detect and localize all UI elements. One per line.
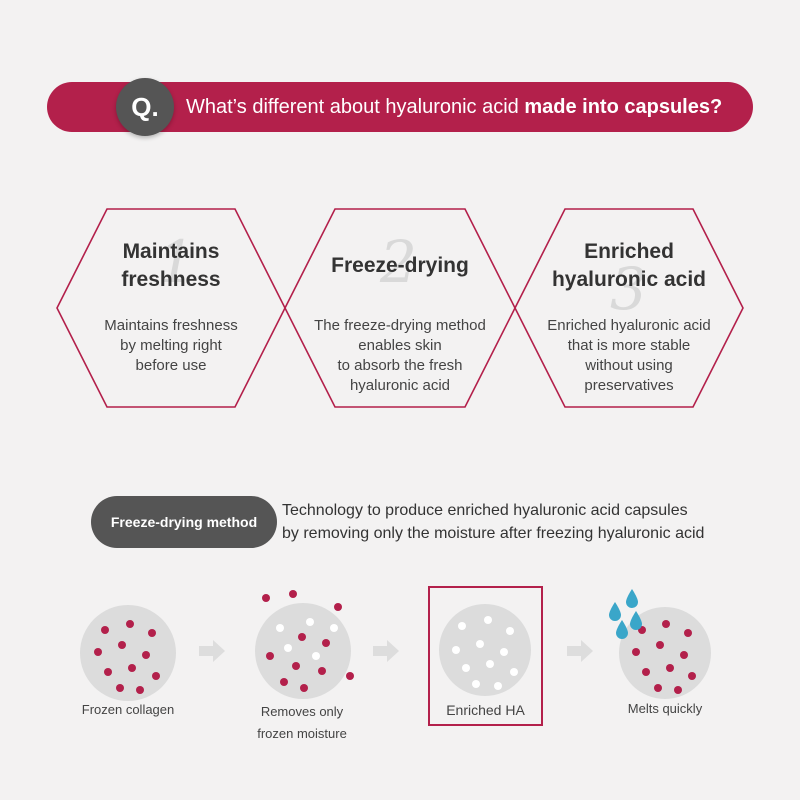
method-label: Freeze-drying method — [91, 496, 277, 548]
feature-3-title-line: Enriched — [584, 240, 674, 263]
escaping-particles — [262, 590, 354, 680]
feature-1-desc-line: by melting right — [120, 337, 222, 354]
feature-3-title: Enriched hyaluronic acid — [529, 238, 729, 294]
feature-3-desc-line: without using — [585, 357, 673, 374]
ha-particles — [452, 616, 518, 690]
feature-1-description: Maintains freshness by melting right bef… — [61, 316, 281, 376]
feature-3-description: Enriched hyaluronic acid that is more st… — [519, 316, 739, 396]
feature-3-desc-line: that is more stable — [567, 337, 691, 354]
hexagon-3 — [514, 208, 744, 408]
feature-2-description: The freeze-drying method enables skin to… — [290, 316, 510, 396]
step-label-line: Frozen collagen — [81, 702, 175, 717]
step-label-line: Melts quickly — [627, 701, 703, 716]
step-label-line: Removes only — [260, 704, 344, 719]
water-drop-icon — [609, 589, 642, 639]
question-text-bold: made into capsules? — [524, 96, 723, 118]
step-4-label: Melts quickly — [595, 698, 735, 720]
feature-3-number: 3 — [610, 255, 647, 323]
feature-3-title-line: hyaluronic acid — [551, 268, 707, 291]
feature-2-desc-line: enables skin — [358, 337, 442, 354]
feature-2-desc-line: to absorb the fresh — [337, 357, 463, 374]
feature-1-desc-line: before use — [135, 357, 207, 374]
feature-1-title: Maintains freshness — [71, 238, 271, 294]
method-line-2: by removing only the moisture after free… — [282, 525, 705, 542]
feature-1-number: 1 — [158, 228, 195, 296]
feature-3-desc-line: preservatives — [584, 377, 674, 394]
feature-1-desc-line: Maintains freshness — [104, 317, 238, 334]
step-3-label: Enriched HA — [428, 699, 543, 721]
method-line-1: Technology to produce enriched hyaluroni… — [282, 502, 688, 519]
enriched-ha-highlight-box — [428, 586, 543, 726]
arrow-right-icon — [567, 640, 593, 662]
collagen-particles — [94, 620, 160, 694]
question-text: What’s different about hyaluronic acid m… — [186, 82, 722, 132]
step-2-label: Removes only frozen moisture — [232, 701, 372, 745]
feature-3-desc-line: Enriched hyaluronic acid — [547, 317, 711, 334]
melted-particles — [632, 620, 696, 694]
feature-2-title-line: Freeze-drying — [331, 254, 469, 277]
feature-2-desc-line: hyaluronic acid — [349, 377, 451, 394]
arrow-right-icon — [199, 640, 225, 662]
step-1-label: Frozen collagen — [58, 699, 198, 721]
step-label-line: Enriched HA — [446, 702, 525, 718]
feature-2-number: 2 — [380, 228, 417, 296]
method-description: Technology to produce enriched hyaluroni… — [282, 499, 704, 545]
question-badge: Q. — [116, 78, 174, 136]
remaining-particles-white — [276, 618, 338, 660]
feature-1-title-line: freshness — [121, 268, 221, 291]
feature-2-desc-line: The freeze-drying method — [314, 317, 486, 334]
step-label-line: frozen moisture — [257, 726, 347, 741]
feature-2-title: Freeze-drying — [300, 252, 500, 280]
feature-1-title-line: Maintains — [122, 240, 220, 263]
arrow-right-icon — [373, 640, 399, 662]
question-text-plain: What’s different about hyaluronic acid — [186, 96, 525, 118]
remaining-particles-red — [266, 633, 330, 692]
